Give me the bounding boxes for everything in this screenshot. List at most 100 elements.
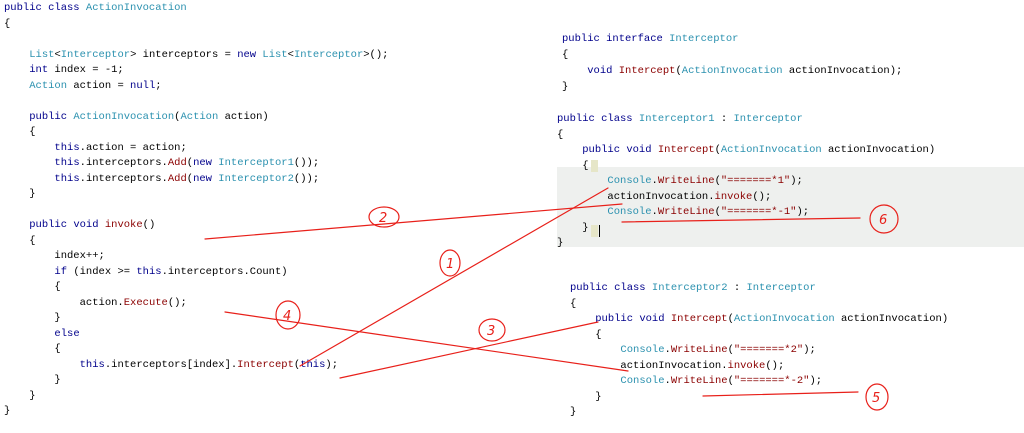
code-line: { [4,18,10,31]
code-line: } [562,81,568,94]
code-line: void Intercept(ActionInvocation actionIn… [562,65,902,78]
mark-1-circle [439,249,461,277]
code-token: { [4,281,61,293]
code-token: Action [180,110,219,123]
code-token: actionInvocation. [570,359,728,372]
code-token: { [562,49,569,61]
code-token: } [4,405,11,417]
code-token: .interceptors[index]. [104,358,238,371]
mark-3-circle [478,318,506,342]
mark-6-label: 6 [879,213,887,228]
code-line: public void invoke() [4,219,155,232]
code-token: .interceptors. [79,157,168,169]
code-token: "=======*2" [733,344,804,356]
mark-4-circle [275,300,301,330]
code-token: { [4,126,36,138]
code-token: { [4,234,36,247]
code-token: void [587,65,619,77]
code-token: ActionInvocation [681,65,783,77]
code-token: WriteLine [657,206,715,218]
code-token: index = -1; [48,64,124,76]
code-token: { [4,343,61,355]
code-token: Action [29,79,68,92]
code-token: Intercept [237,358,294,371]
code-token: >(); [363,48,389,61]
code-line: Action action = null; [4,79,161,93]
code-token: Add [167,157,187,169]
code-token: ( [675,65,682,77]
code-token: .action = action; [79,141,187,154]
code-token: else [54,327,80,340]
code-token: ( [727,375,734,387]
code-line: } [570,391,601,404]
code-token: ( [186,172,194,185]
open-brace-highlight [591,160,598,172]
code-token: List [29,48,55,61]
code-token: Interceptor1 [638,113,715,125]
code-token: Interceptor [733,113,803,125]
code-token: : [714,113,734,125]
code-token: Intercept [670,313,728,325]
code-line: Console.WriteLine("=======*2"); [570,344,815,357]
code-token: new [193,157,219,169]
code-token: null [130,79,156,92]
code-token: . [651,175,658,187]
close-brace-highlight [591,225,598,237]
code-line: Console.WriteLine("=======*-2"); [570,375,822,388]
code-token: (index >= [67,265,137,278]
mark-6-circle [869,204,899,234]
code-token: ); [796,206,810,218]
code-token: action. [4,296,124,309]
current-scope-highlight [557,167,1024,247]
code-token: Interceptor1 [218,157,294,169]
code-token: public class [557,113,639,125]
code-panel-action-invocation: public class ActionInvocation{ List<Inte… [4,2,474,427]
code-token: } [4,374,61,386]
code-token: } [570,406,577,418]
code-token: Console [620,375,665,387]
flow-line-3 [339,321,599,379]
code-token: public class [4,2,86,14]
code-token: > interceptors = [130,48,238,61]
code-token: ()); [293,172,320,185]
code-token: { [557,159,589,172]
code-token: ( [714,206,721,218]
code-line: { [557,129,563,142]
code-token: actionInvocation) [834,313,949,325]
code-token: } [4,389,36,402]
code-token: this [54,157,80,169]
code-token: public [29,110,74,123]
underline-5 [702,391,859,397]
code-token: : [727,282,747,294]
code-token: ); [325,358,339,371]
code-token: (); [765,359,785,372]
code-line: } [557,237,563,250]
code-line: { [4,126,36,139]
code-line: { [570,329,601,342]
code-token: .interceptors.Count) [161,265,288,278]
code-line: this.action = action; [4,141,187,155]
code-token: Intercept [657,144,715,156]
code-token: ActionInvocation [85,2,187,14]
code-token: invoke [104,219,143,231]
code-token: { [4,17,11,30]
code-token: Interceptor2 [651,282,728,294]
code-token: } [4,312,61,324]
code-token: } [4,188,36,200]
code-line: } [4,389,36,403]
code-token: ( [293,358,301,371]
code-token: action = [67,79,131,92]
code-line: } [4,405,10,418]
code-token: } [562,81,569,93]
code-panel-interceptor2: public class Interceptor2 : Interceptor{… [570,282,1024,427]
code-token: .interceptors. [79,172,168,185]
code-token: Console [620,344,665,356]
code-token: (); [752,190,772,203]
code-token: Execute [123,296,168,309]
code-token: WriteLine [670,375,728,387]
code-line: } [4,188,36,201]
code-token: . [651,206,658,218]
code-line: } [570,406,576,419]
code-token: ActionInvocation [720,144,822,156]
